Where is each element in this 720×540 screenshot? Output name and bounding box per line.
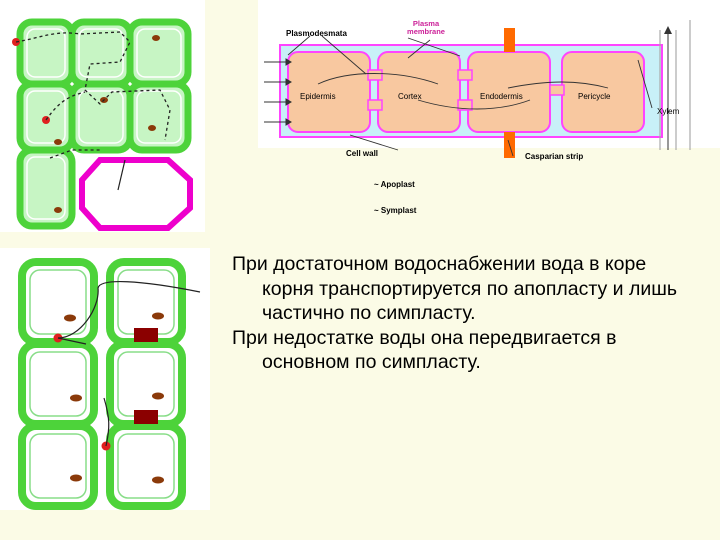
apoplast-cell-diagram [18, 258, 201, 510]
cell-wall-label: Cell wall [346, 149, 379, 158]
epidermis-label: Epidermis [300, 92, 336, 101]
endodermis-label: Endodermis [480, 92, 523, 101]
body-text: При достаточном водоснабжении вода в кор… [232, 252, 702, 375]
paragraph-sufficient-water: При достаточном водоснабжении вода в кор… [232, 253, 678, 324]
paragraph-water-shortage: При недостатке воды она передвигается в … [232, 326, 617, 374]
xylem-label: Xylem [657, 107, 680, 116]
symplast-legend-label: ~ Symplast [374, 206, 417, 215]
cortex-label: Cortex [398, 92, 422, 101]
pericycle-label: Pericycle [578, 92, 611, 101]
plasma-membrane-label: Plasma membrane [407, 19, 445, 36]
symplast-cell-diagram [12, 18, 193, 231]
plasmodesmata-label: Plasmodesmata [286, 29, 347, 38]
casparian-strip-label: Casparian strip [525, 152, 584, 161]
apoplast-legend-label: ~ Apoplast [374, 180, 415, 189]
root-tissue-diagram [264, 20, 691, 158]
